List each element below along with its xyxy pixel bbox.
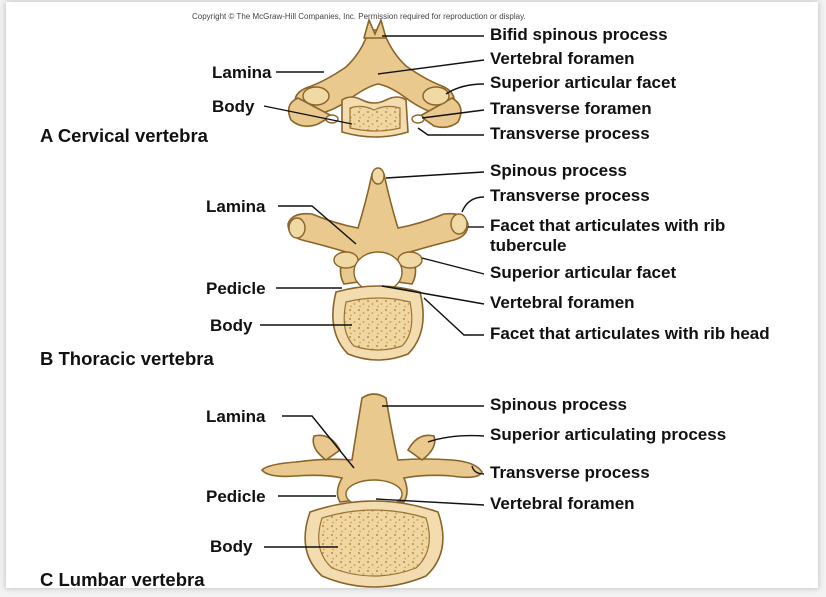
lumbar-vertebra-group: C Lumbar vertebra Lamina Pedicle Body Sp… bbox=[40, 394, 726, 588]
cervical-title: A Cervical vertebra bbox=[40, 125, 209, 146]
lumbar-label-body: Body bbox=[210, 537, 253, 556]
thoracic-label-facet-head: Facet that articulates with rib head bbox=[490, 324, 770, 343]
vertebrae-figure: A Cervical vertebra Lamina Body Bifid sp… bbox=[6, 2, 818, 588]
thoracic-label-spinous: Spinous process bbox=[490, 161, 627, 180]
lumbar-label-lamina: Lamina bbox=[206, 407, 266, 426]
thoracic-label-vforamen: Vertebral foramen bbox=[490, 293, 635, 312]
thoracic-vertebra-group: B Thoracic vertebra Lamina Pedicle Body … bbox=[40, 161, 770, 369]
cervical-label-supfacet: Superior articular facet bbox=[490, 73, 676, 92]
lumbar-label-pedicle: Pedicle bbox=[206, 487, 266, 506]
thoracic-label-pedicle: Pedicle bbox=[206, 279, 266, 298]
lumbar-label-tprocess: Transverse process bbox=[490, 463, 650, 482]
thoracic-label-body: Body bbox=[210, 316, 253, 335]
cervical-label-bifid: Bifid spinous process bbox=[490, 25, 668, 44]
cervical-label-lamina: Lamina bbox=[212, 63, 272, 82]
cervical-label-body: Body bbox=[212, 97, 255, 116]
thoracic-label-facet-tubercule: Facet that articulates with rib bbox=[490, 216, 725, 235]
lumbar-label-supproc: Superior articulating process bbox=[490, 425, 726, 444]
cervical-label-vforamen: Vertebral foramen bbox=[490, 49, 635, 68]
cervical-vertebra-illustration bbox=[289, 20, 461, 137]
lumbar-label-spinous: Spinous process bbox=[490, 395, 627, 414]
thoracic-label-facet-tubercule-line2: tubercule bbox=[490, 236, 567, 255]
thoracic-label-tprocess: Transverse process bbox=[490, 186, 650, 205]
cervical-vertebra-group: A Cervical vertebra Lamina Body Bifid sp… bbox=[40, 20, 676, 146]
lumbar-vertebra-illustration bbox=[262, 394, 482, 587]
thoracic-label-lamina: Lamina bbox=[206, 197, 266, 216]
cervical-label-tforamen: Transverse foramen bbox=[490, 99, 652, 118]
figure-frame: Copyright © The McGraw-Hill Companies, I… bbox=[6, 2, 818, 588]
lumbar-label-vforamen: Vertebral foramen bbox=[490, 494, 635, 513]
thoracic-vertebra-illustration bbox=[288, 168, 468, 360]
thoracic-title: B Thoracic vertebra bbox=[40, 348, 214, 369]
lumbar-title: C Lumbar vertebra bbox=[40, 569, 205, 588]
cervical-label-tprocess: Transverse process bbox=[490, 124, 650, 143]
thoracic-label-supfacet: Superior articular facet bbox=[490, 263, 676, 282]
